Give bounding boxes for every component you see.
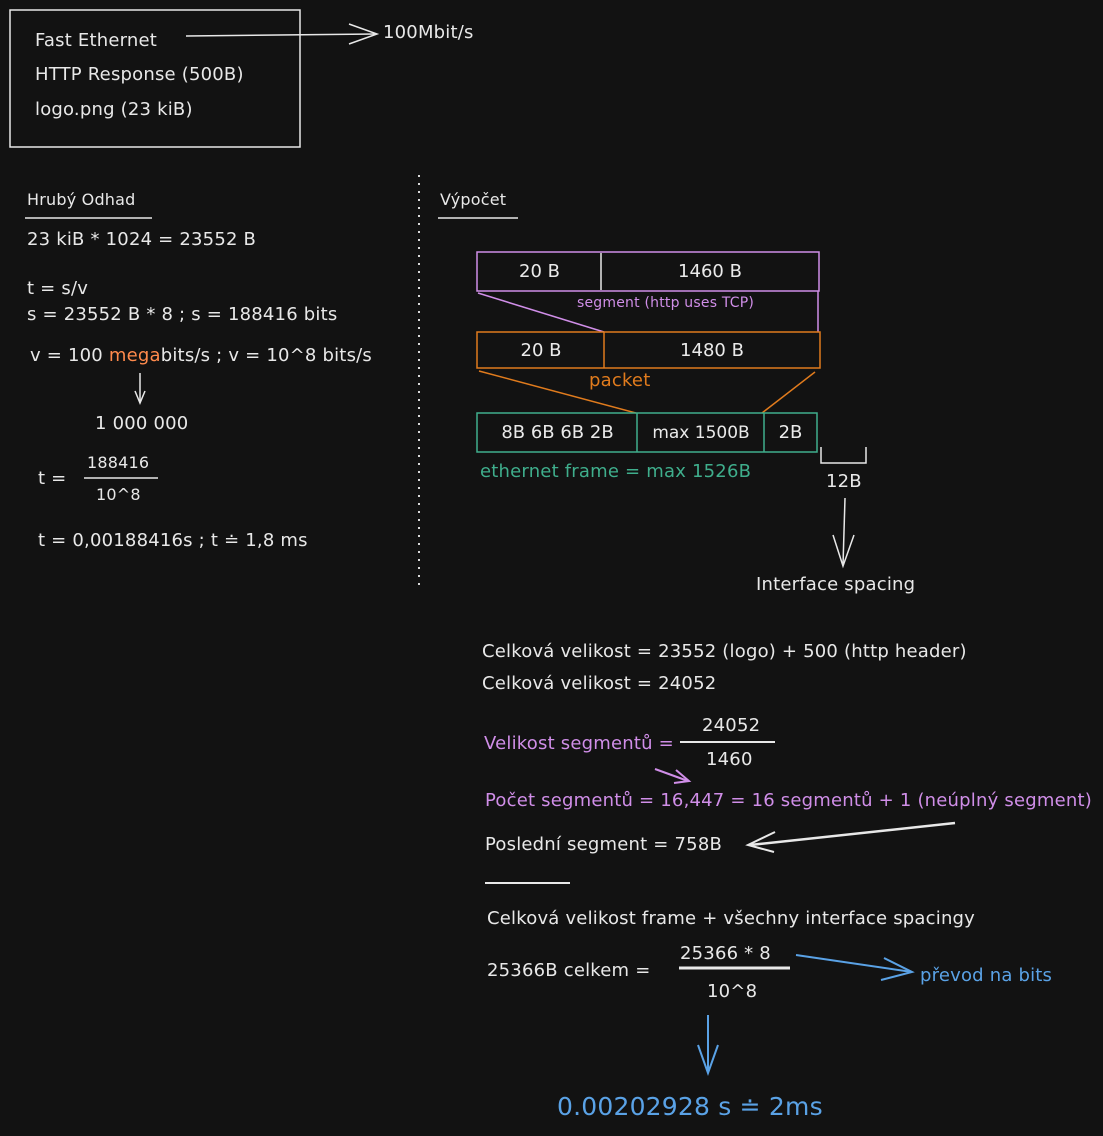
spacing-arrow-head <box>832 534 855 569</box>
segment-header-cell: 20 B <box>519 261 560 282</box>
last-segment-arrow-line <box>749 821 956 847</box>
bits-note-arrow-head <box>880 957 915 981</box>
spacing-value: 12B <box>826 471 862 492</box>
frame-trailer-cell: 2B <box>778 422 803 443</box>
mega-value: 1 000 000 <box>95 413 189 434</box>
given-line-http: HTTP Response (500B) <box>35 64 244 85</box>
total-size-result: Celková velikost = 24052 <box>482 673 717 694</box>
total-den: 10^8 <box>707 981 758 1002</box>
left-heading: Hrubý Odhad <box>27 190 136 209</box>
seg-count-arrow-line <box>654 768 689 782</box>
right-heading: Výpočet <box>440 190 507 209</box>
packet-header-cell: 20 B <box>520 339 562 361</box>
speed-post: bits/s ; v = 10^8 bits/s <box>160 345 372 366</box>
segment-to-packet-left <box>477 292 605 333</box>
mega-arrow-head <box>134 390 146 405</box>
left-frac-num: 188416 <box>87 453 150 472</box>
left-line-kib: 23 kiB * 1024 = 23552 B <box>27 229 257 250</box>
packet-box <box>476 331 821 369</box>
left-result: t = 0,00188416s ; t ≐ 1,8 ms <box>38 530 308 551</box>
segment-data-cell: 1460 B <box>678 261 742 282</box>
seg-size-prefix: Velikost segmentů = <box>484 733 674 754</box>
last-segment-line: Poslední segment = 758B <box>485 834 723 855</box>
packet-data-cell: 1480 B <box>680 339 744 361</box>
frame-box <box>476 412 818 453</box>
speed-label: 100Mbit/s <box>383 22 474 43</box>
speed-arrow-head <box>348 23 380 45</box>
left-frac-prefix: t = <box>38 468 67 489</box>
segment-box <box>476 251 820 292</box>
given-line-logo: logo.png (23 kiB) <box>35 99 193 120</box>
left-frac-den: 10^8 <box>96 485 141 504</box>
packet-to-frame-right <box>761 371 816 414</box>
seg-count-line: Počet segmentů = 16,447 = 16 segmentů + … <box>485 790 1092 811</box>
seg-count-arrow-head <box>673 769 692 784</box>
mega-highlight: mega <box>108 345 161 366</box>
given-box <box>9 9 301 148</box>
left-line-formula: t = s/v <box>27 278 89 299</box>
frame-total-line: Celková velikost frame + všechny interfa… <box>487 908 976 929</box>
total-prefix: 25366B celkem = <box>487 960 651 981</box>
segment-label: segment (http uses TCP) <box>577 295 755 311</box>
speed-arrow-line <box>185 33 377 37</box>
packet-label: packet <box>589 370 651 391</box>
left-line-bits: s = 23552 B * 8 ; s = 188416 bits <box>27 304 338 325</box>
frame-payload-cell: max 1500B <box>652 422 750 443</box>
spacing-arrow-line <box>842 497 846 566</box>
speed-pre: v = 100 <box>30 345 109 366</box>
last-segment-arrow-head <box>745 831 776 853</box>
given-line-ethernet: Fast Ethernet <box>35 30 158 51</box>
bits-note: převod na bits <box>920 965 1053 986</box>
seg-size-den: 1460 <box>706 749 753 770</box>
final-result: 0.00202928 s ≐ 2ms <box>557 1092 823 1121</box>
frame-header-cell: 8B 6B 6B 2B <box>501 422 614 443</box>
seg-size-num: 24052 <box>702 715 761 736</box>
left-line-speed: v = 100 megabits/s ; v = 10^8 bits/s <box>30 347 372 365</box>
total-num: 25366 * 8 <box>680 943 771 964</box>
frame-label: ethernet frame = max 1526B <box>480 461 752 482</box>
spacing-label: Interface spacing <box>756 574 916 595</box>
result-arrow-head <box>697 1044 719 1076</box>
packet-to-frame-left <box>478 370 637 414</box>
spacing-bracket <box>820 447 867 464</box>
total-size-line: Celková velikost = 23552 (logo) + 500 (h… <box>482 641 967 662</box>
bits-note-arrow-line <box>795 954 913 973</box>
